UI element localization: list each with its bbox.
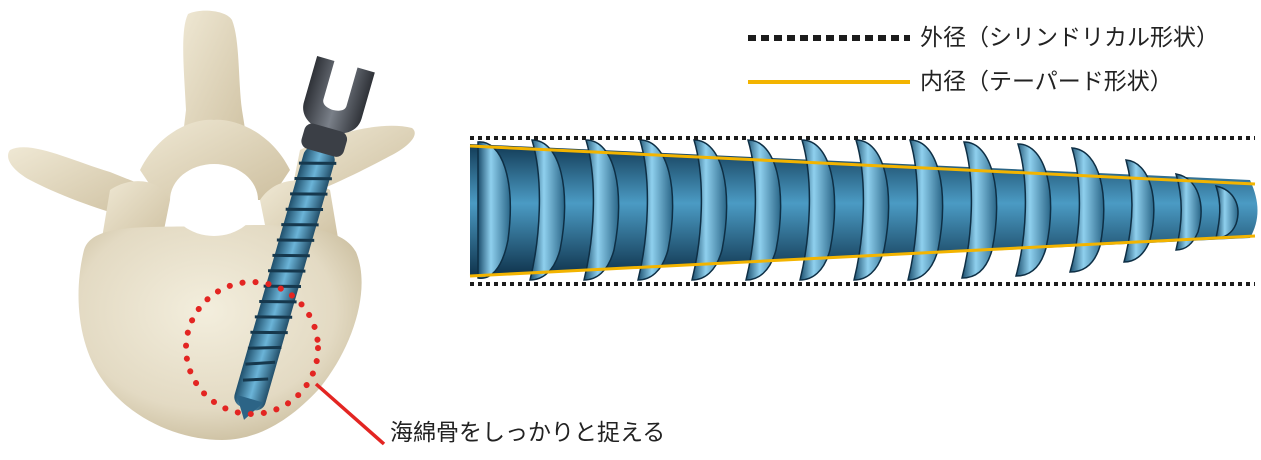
callout-label: 海綿骨をしっかりと捉える bbox=[390, 420, 666, 446]
callout-leader-line bbox=[314, 382, 386, 446]
spinal-canal bbox=[170, 164, 258, 236]
solid-line-swatch-icon bbox=[748, 80, 910, 84]
legend-item-inner-diameter: 内径（テーパード形状） bbox=[748, 62, 1173, 102]
screw-closeup-illustration bbox=[469, 136, 1258, 286]
cancellous-bone-highlight-circle bbox=[183, 279, 321, 417]
vertebra-illustration bbox=[8, 10, 415, 446]
screw-head bbox=[303, 55, 375, 134]
legend-label-outer-diameter: 外径（シリンドリカル形状） bbox=[920, 24, 1219, 51]
legend-label-inner-diameter: 内径（テーパード形状） bbox=[920, 68, 1173, 95]
vertebral-body bbox=[78, 225, 362, 440]
screw-threads bbox=[242, 161, 337, 382]
screw-thread-flights bbox=[477, 139, 1239, 281]
legend-item-outer-diameter: 外径（シリンドリカル形状） bbox=[748, 18, 1219, 58]
inner-diameter-line-top bbox=[469, 144, 1256, 186]
legend: 外径（シリンドリカル形状） 内径（テーパード形状） bbox=[748, 18, 1248, 108]
pedicle-screw bbox=[234, 55, 375, 420]
inner-diameter-line-bottom bbox=[469, 234, 1256, 278]
dotted-line-swatch-icon bbox=[748, 35, 910, 41]
